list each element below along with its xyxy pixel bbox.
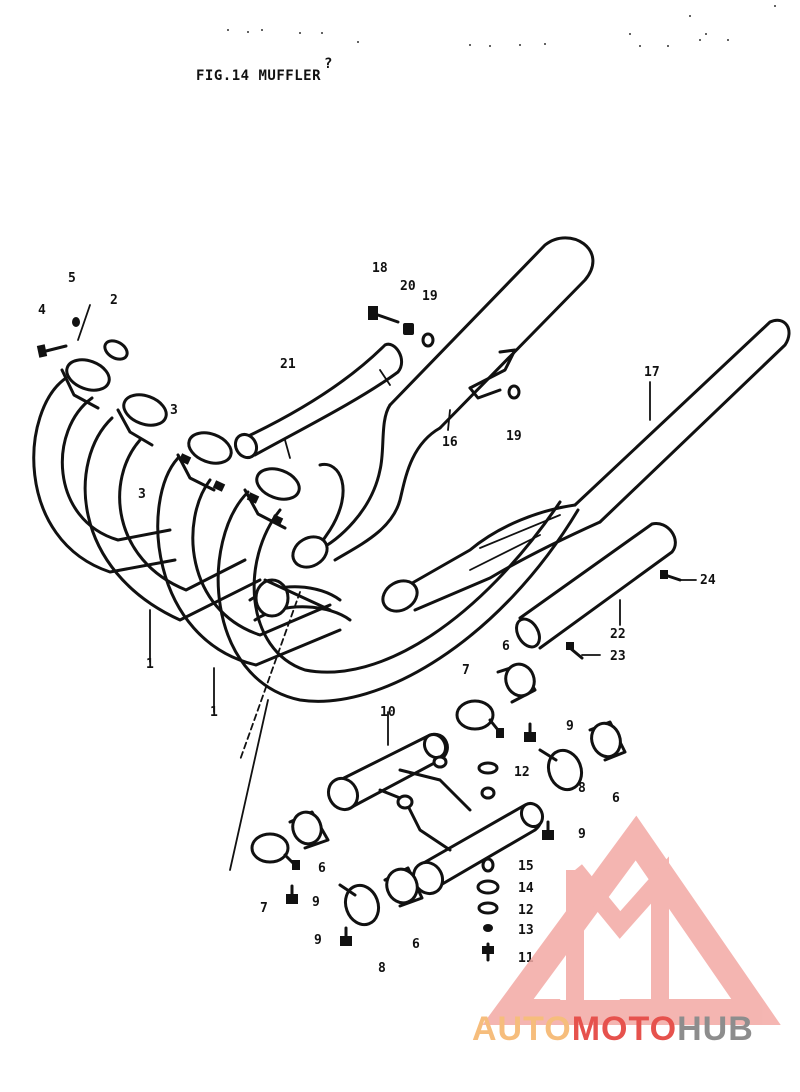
heat-shield-22 <box>515 522 677 650</box>
connector-sleeves-6 <box>288 662 627 908</box>
clamps-7-8 <box>250 699 584 927</box>
screw-23 <box>566 642 584 660</box>
label-9a: 9 <box>566 719 574 734</box>
label-23: 23 <box>610 649 626 664</box>
label-10: 10 <box>380 705 396 720</box>
watermark-auto: AUTO <box>472 1010 572 1048</box>
label-5: 5 <box>68 271 76 286</box>
bolt-4 <box>36 344 68 358</box>
leader-lines <box>77 304 697 871</box>
label-24: 24 <box>700 573 716 588</box>
label-9d: 9 <box>314 933 322 948</box>
heat-shield-21 <box>233 342 404 460</box>
label-12a: 12 <box>514 765 530 780</box>
figure-title: FIG.14 MUFFLER <box>196 68 321 84</box>
label-17: 17 <box>644 365 660 380</box>
label-21: 21 <box>280 357 296 372</box>
header-flanges <box>60 339 301 530</box>
label-20: 20 <box>400 279 416 294</box>
figure-title-mark: ? <box>324 56 333 72</box>
watermark-logo: AUTOMOTOHUB <box>472 815 781 1048</box>
label-8b: 8 <box>378 961 386 976</box>
label-3a: 3 <box>170 403 178 418</box>
nut-20 <box>403 323 414 335</box>
hardware-stack <box>476 761 500 962</box>
watermark-moto: MOTO <box>572 1010 677 1048</box>
bolt-18 <box>368 306 400 324</box>
label-19a: 19 <box>422 289 438 304</box>
label-9c: 9 <box>312 895 320 910</box>
label-19b: 19 <box>506 429 522 444</box>
label-1b: 1 <box>210 705 218 720</box>
screw-24 <box>660 570 682 582</box>
label-6a: 6 <box>502 639 510 654</box>
label-18: 18 <box>372 261 388 276</box>
washer-5 <box>72 317 80 327</box>
label-3b: 3 <box>138 487 146 502</box>
label-6d: 6 <box>412 937 420 952</box>
label-1a: 1 <box>146 657 154 672</box>
label-12b: 12 <box>518 903 534 918</box>
label-6b: 6 <box>612 791 620 806</box>
collector-pipe-10 <box>326 732 545 896</box>
label-2: 2 <box>110 293 118 308</box>
label-4: 4 <box>38 303 46 318</box>
label-7a: 7 <box>462 663 470 678</box>
watermark-hub: HUB <box>677 1010 754 1048</box>
label-22: 22 <box>610 627 626 642</box>
muffler-16 <box>291 236 595 569</box>
label-7b: 7 <box>260 901 268 916</box>
washer-19 <box>421 332 521 400</box>
exhaust-header-pipes <box>32 376 580 703</box>
muffler-17 <box>381 318 791 613</box>
label-16: 16 <box>442 435 458 450</box>
watermark-m-shape <box>566 856 669 1000</box>
label-13: 13 <box>518 923 534 938</box>
scan-speckles <box>227 5 776 47</box>
label-15: 15 <box>518 859 534 874</box>
bolts-9 <box>286 722 554 946</box>
label-9b: 9 <box>578 827 586 842</box>
label-14: 14 <box>518 881 534 896</box>
part-labels: 1 1 2 3 3 4 5 6 6 6 6 7 7 8 8 9 9 9 9 10… <box>38 261 716 976</box>
label-8a: 8 <box>578 781 586 796</box>
label-6c: 6 <box>318 861 326 876</box>
watermark-text: AUTOMOTOHUB <box>472 1010 754 1048</box>
